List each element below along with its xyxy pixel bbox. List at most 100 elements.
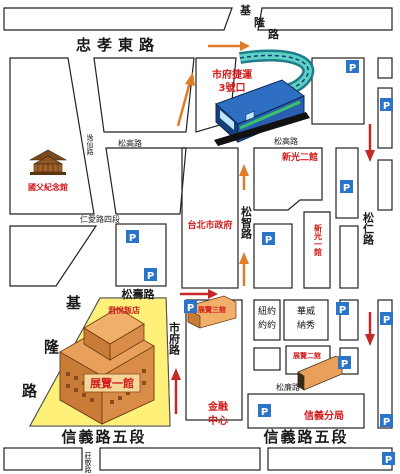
block-songgao-north [93,57,195,133]
parking-icon: P [144,268,157,282]
block-shin-kong-2 [253,147,323,211]
parking-icon: P [126,230,139,244]
city-hall-label: 台北市政府 [187,219,232,231]
road-zhongxiao-east: 忠孝東路 [76,36,160,54]
financial-center-label-2: 中心 [208,414,228,427]
block-warner [283,299,329,341]
block-hall2-west [253,347,281,371]
road-xinyi-5-right: 信義路五段 [263,428,348,446]
svg-text:P: P [349,63,356,74]
shin-kong-2-label: 新光二館 [282,151,318,163]
road-keelung-top-2: 隆 [254,15,266,29]
road-yixian: 逸仙路 [86,133,94,156]
road-zhuangjing: 莊敬路 [84,451,92,474]
road-keelung-left-1: 基 [65,294,82,312]
road-shifu: 市府路 [168,321,181,356]
block-xinyi-police [247,393,365,429]
arrow-red-south-bottom [365,312,375,346]
road-keelung-left-3: 路 [22,382,38,400]
svg-text:P: P [129,233,136,244]
warner-label-1: 華威 [297,305,315,317]
road-songshou: 松壽路 [122,287,156,301]
block-songshou-nw [115,223,167,287]
parking-icon: P [262,232,275,246]
block-bottom-left [3,447,83,471]
block-keelung-west [9,225,98,287]
road-keelung-top: 基 隆 路 [239,3,280,41]
exhibition-hall-3-building [187,295,237,329]
arrow-red-north-shifu [171,368,181,414]
financial-center-label-1: 金融 [207,400,228,413]
parking-icon: P [380,312,393,326]
svg-text:P: P [383,101,390,112]
block-mid-west [105,147,187,215]
arrow-red-south-top [365,124,375,162]
road-keelung-top-3: 路 [268,27,280,41]
block-far-east-top [377,57,393,79]
road-keelung-left-2: 隆 [44,338,60,356]
svg-text:P: P [341,359,348,370]
block-shin-kong-1 [303,211,331,289]
parking-icons: P P P P P P P P P P P P P [126,60,395,466]
block-east-low-1 [339,299,359,341]
svg-text:P: P [147,271,154,282]
road-keelung-top-1: 基 [239,3,252,17]
block-city-hall [181,147,239,289]
warner-label-2: 納秀 [297,319,315,331]
road-songlian: 松廉路 [276,382,300,392]
svg-text:P: P [383,315,390,326]
shin-kong-2-text: 新光二館 [282,151,318,163]
hall-3-label: 展覽三館 [197,305,226,314]
mrt-exit-label-2: 3號口 [219,81,246,94]
hall-2-label: 展覽二館 [292,351,321,360]
block-east-songren [335,147,359,219]
block-mrt-east [311,57,365,125]
block-far-east-3 [377,159,393,211]
grand-hyatt-label: 君悅飯店 [107,305,140,315]
shin-kong-1-text: 新光一館 [314,223,323,257]
svg-text:P: P [343,183,350,194]
block-songren-lower [339,225,359,289]
block-far-east-low [377,299,393,429]
road-xinyi-5-left: 信義路五段 [61,428,146,446]
parking-icon: P [338,356,351,370]
sun-yat-sen-label: 國父紀念館 [28,182,68,192]
hall-1-label-box [83,373,141,393]
parking-icon: P [184,300,197,314]
parking-icon: P [336,302,349,316]
svg-text:P: P [383,417,390,428]
parking-icon: P [382,452,395,466]
arrow-orange-north-1 [239,164,249,190]
parking-icon: P [380,98,393,112]
arrow-red-east-songshou [180,289,218,299]
road-songzhi: 松智路 [240,205,253,240]
svg-text:P: P [385,455,392,466]
mrt-train-icon [214,49,315,146]
shin-kong-1-label: 新光一館 [314,223,323,257]
svg-text:P: P [265,235,272,246]
direction-arrows [171,41,375,414]
hall-1-label: 展覽一館 [89,376,134,390]
newyork-label-1: 紐約 [258,305,276,317]
arrow-orange-northeast [176,72,195,127]
exhibition-hall-1-building [59,307,155,425]
road-songgao-east: 松高路 [274,136,298,146]
block-top-left [3,7,233,31]
block-far-east-2 [377,87,393,149]
mrt-exit-label-1: 市府捷運 [212,68,252,81]
svg-text:P: P [261,407,268,418]
road-songren: 松仁路 [362,211,375,246]
arrow-orange-north-2 [239,252,249,286]
block-sun-yat-sen [9,57,95,215]
newyork-label-2: 約約 [258,319,276,331]
parking-icon: P [340,180,353,194]
parking-icon: P [380,414,393,428]
block-top-right [257,7,393,31]
sun-yat-sen-hall-icon [28,149,68,175]
block-bottom-mid [99,447,261,471]
road-songgao: 松高路 [118,138,142,148]
exhibition-hall-2-building [297,355,343,391]
block-bottom-right [267,447,393,471]
block-newyork [253,299,281,341]
